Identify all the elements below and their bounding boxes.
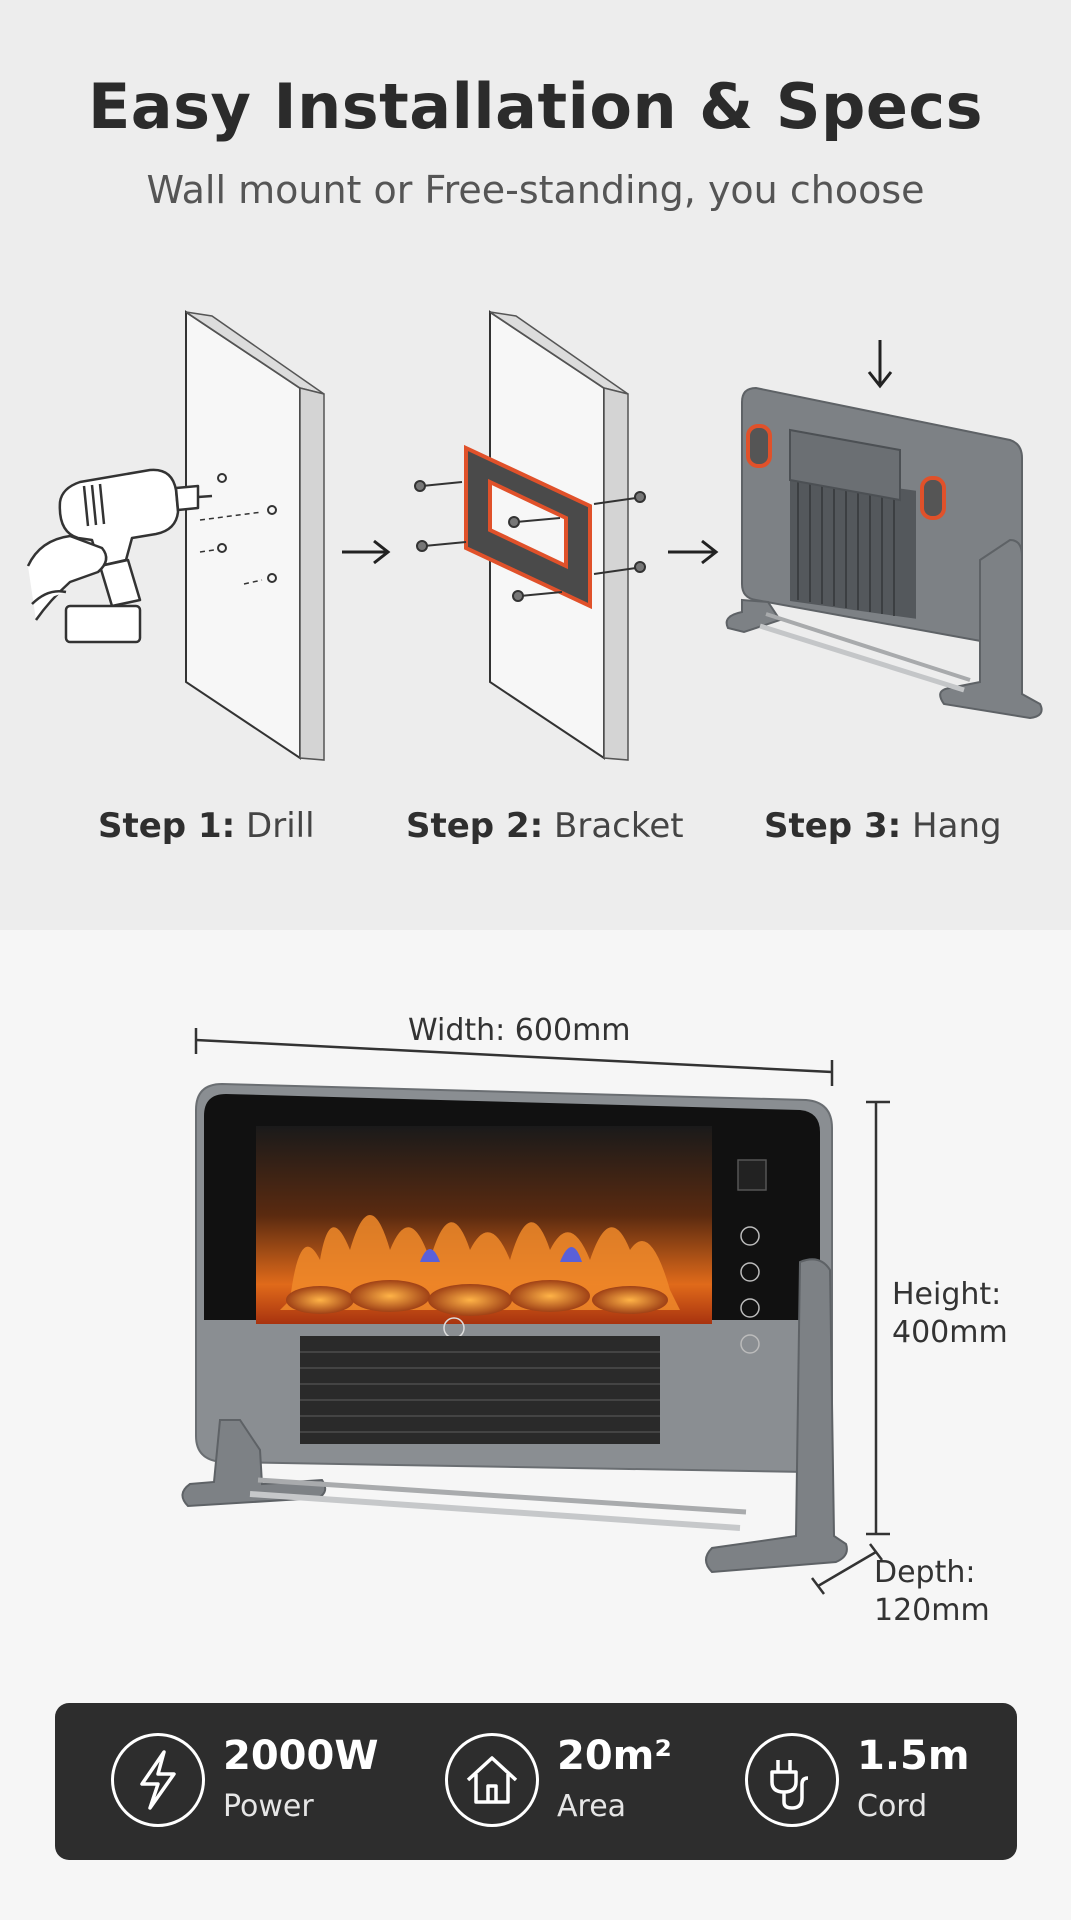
heater-back-view <box>725 386 1043 720</box>
arrow-down-icon <box>867 340 893 389</box>
width-label: Width: 600mm <box>408 1013 631 1048</box>
spec-value: 1.5m <box>857 1733 970 1779</box>
page-subtitle: Wall mount or Free-standing, you choose <box>146 168 925 212</box>
specs-bar: 2000W Power 20m² Area 1.5m Cord <box>55 1703 1017 1860</box>
height-label-title: Height: <box>892 1277 1002 1312</box>
step-3-caption: Step 3: Hang <box>764 806 1002 846</box>
spec-value: 2000W <box>223 1733 379 1779</box>
house-icon <box>445 1733 539 1827</box>
arrow-right-icon <box>342 539 391 565</box>
step1-wall <box>185 310 325 761</box>
depth-dimension-line <box>811 1543 883 1595</box>
flame-graphic <box>280 1215 680 1316</box>
step-2-caption: Step 2: Bracket <box>406 806 684 846</box>
spec-label: Power <box>223 1789 314 1824</box>
lightning-icon <box>111 1733 205 1827</box>
step-1-caption: Step 1: Drill <box>98 806 315 846</box>
drill-icon <box>26 468 213 644</box>
page-title: Easy Installation & Specs <box>87 70 984 143</box>
step-number: Step 2: <box>406 806 544 846</box>
step2-wall <box>489 310 629 761</box>
installation-illustration <box>26 310 1043 761</box>
bracket-icon <box>464 444 592 610</box>
height-label: Height: 400mm <box>892 1276 1008 1352</box>
spec-label: Area <box>557 1789 627 1824</box>
step-label: Bracket <box>554 806 684 846</box>
step-number: Step 1: <box>98 806 236 846</box>
step-label: Hang <box>912 806 1002 846</box>
depth-label-title: Depth: <box>874 1555 976 1590</box>
depth-label-value: 120mm <box>874 1593 990 1628</box>
width-dimension-line <box>194 1028 834 1086</box>
step-number: Step 3: <box>764 806 902 846</box>
spec-value: 20m² <box>557 1733 672 1779</box>
spec-label: Cord <box>857 1789 928 1824</box>
height-dimension-line <box>866 1100 890 1536</box>
control-panel <box>737 1159 767 1354</box>
height-label-value: 400mm <box>892 1315 1008 1350</box>
step-label: Drill <box>246 806 315 846</box>
depth-label: Depth: 120mm <box>874 1554 990 1630</box>
plug-icon <box>745 1733 839 1827</box>
screws <box>414 480 646 602</box>
arrow-right-icon <box>668 539 719 565</box>
